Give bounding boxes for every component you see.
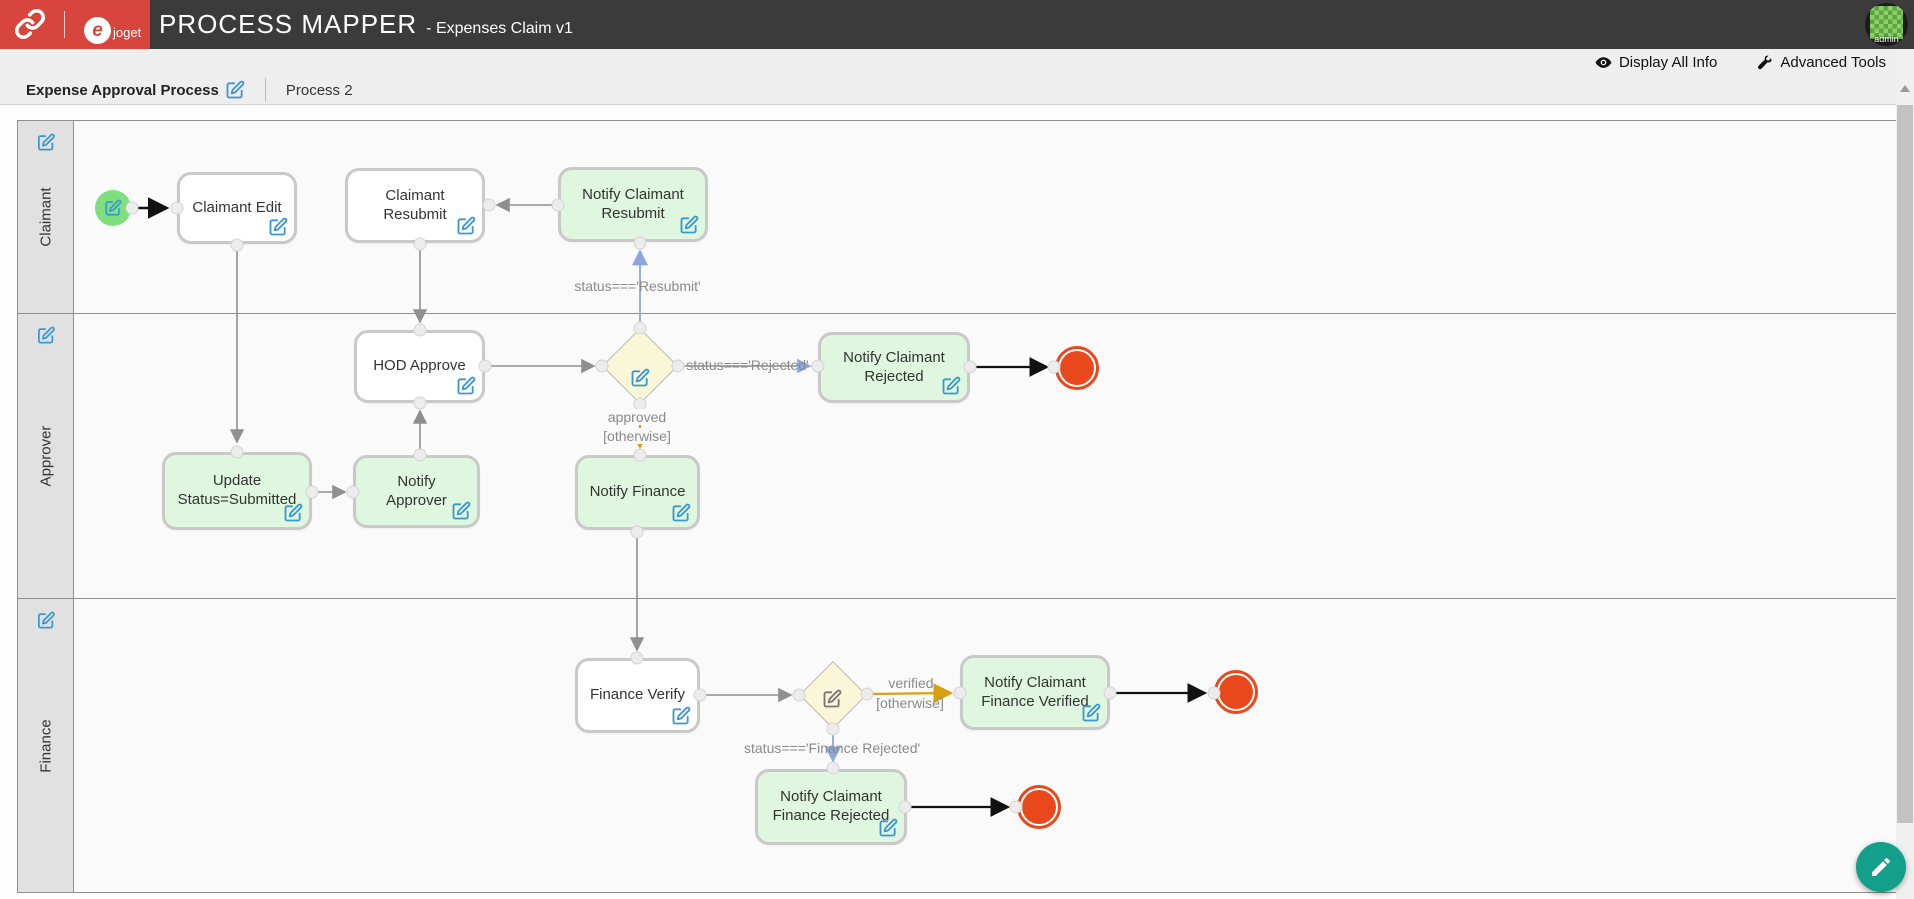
edit-icon[interactable] bbox=[36, 326, 55, 345]
toolbar-band bbox=[0, 49, 1914, 105]
edit-process-fab[interactable] bbox=[1856, 842, 1906, 892]
tab-label: Expense Approval Process bbox=[26, 81, 219, 99]
edit-icon[interactable] bbox=[822, 689, 842, 709]
tab-divider bbox=[264, 78, 266, 102]
process-tabs: Expense Approval Process Process 2 bbox=[26, 78, 353, 102]
joget-brand-text: joget bbox=[113, 25, 142, 40]
tab-process-2[interactable]: Process 2 bbox=[286, 82, 353, 99]
edit-icon[interactable] bbox=[451, 501, 471, 521]
node-label: HOD Approve bbox=[373, 357, 466, 375]
node-label: Notify Approver bbox=[386, 472, 447, 509]
scroll-up-arrow-icon[interactable] bbox=[1900, 85, 1910, 92]
node-label: Notify Claimant Rejected bbox=[843, 348, 945, 385]
edit-icon[interactable] bbox=[1081, 703, 1101, 723]
brand-divider bbox=[64, 11, 65, 38]
edit-icon[interactable] bbox=[283, 503, 303, 523]
advanced-tools-button[interactable]: Advanced Tools bbox=[1757, 54, 1886, 71]
edit-icon[interactable] bbox=[456, 216, 476, 236]
user-avatar[interactable]: admin bbox=[1865, 3, 1908, 46]
flow-label-verified: verified bbox=[888, 675, 934, 691]
avatar-username: admin bbox=[1874, 34, 1899, 44]
edit-icon[interactable] bbox=[679, 215, 699, 235]
display-all-info-button[interactable]: Display All Info bbox=[1595, 54, 1717, 71]
end-event-verified[interactable] bbox=[1214, 670, 1258, 714]
edit-icon[interactable] bbox=[671, 706, 691, 726]
flow-label-resubmit: status==='Resubmit' bbox=[574, 278, 701, 294]
edit-icon[interactable] bbox=[630, 368, 650, 388]
avatar-image bbox=[1870, 6, 1903, 39]
node-claimant-edit[interactable]: Claimant Edit bbox=[177, 172, 297, 244]
end-event-rejected[interactable] bbox=[1055, 346, 1099, 390]
node-label: Finance Verify bbox=[589, 686, 686, 704]
node-label: Update Status=Submitted bbox=[177, 472, 297, 508]
flow-label-verified-otherwise: [otherwise] bbox=[876, 695, 944, 711]
lane-header-claimant: Claimant bbox=[17, 120, 74, 313]
wrench-icon bbox=[1758, 55, 1772, 69]
node-notify-claimant-finance-rejected[interactable]: Notify Claimant Finance Rejected bbox=[755, 769, 907, 845]
vertical-scrollbar bbox=[1896, 49, 1914, 899]
start-event[interactable] bbox=[95, 190, 131, 226]
edit-icon[interactable] bbox=[456, 376, 476, 396]
node-notify-claimant-resubmit[interactable]: Notify Claimant Resubmit bbox=[558, 167, 708, 242]
lane-label: Finance bbox=[37, 718, 54, 773]
node-label: Notify Claimant Resubmit bbox=[582, 185, 684, 222]
page-title: PROCESS MAPPER bbox=[159, 9, 418, 39]
node-label: Notify Finance bbox=[589, 483, 686, 501]
advanced-tools-label: Advanced Tools bbox=[1780, 54, 1886, 71]
edit-icon[interactable] bbox=[104, 199, 122, 217]
eye-icon bbox=[1595, 57, 1612, 68]
node-label: Notify Claimant Finance Rejected bbox=[772, 788, 890, 824]
end-event-fill bbox=[1219, 675, 1253, 709]
edit-icon[interactable] bbox=[878, 818, 898, 838]
node-notify-approver[interactable]: Notify Approver bbox=[353, 455, 480, 528]
brand-block: e joget bbox=[0, 0, 150, 49]
pencil-icon bbox=[1872, 857, 1891, 876]
joget-logo-icon: e bbox=[84, 17, 111, 44]
node-claimant-resubmit[interactable]: Claimant Resubmit bbox=[345, 168, 485, 243]
flow-label-finance-rejected: status==='Finance Rejected' bbox=[744, 740, 921, 756]
end-event-fill bbox=[1060, 351, 1094, 385]
chain-link-icon bbox=[15, 9, 45, 39]
edit-icon[interactable] bbox=[268, 217, 288, 237]
node-update-status-submitted[interactable]: Update Status=Submitted bbox=[162, 452, 312, 530]
lane-label: Claimant bbox=[37, 187, 54, 247]
lane-approver bbox=[74, 313, 1896, 598]
tab-label: Process 2 bbox=[285, 81, 353, 99]
app-header: e joget PROCESS MAPPER - Expenses Claim … bbox=[0, 0, 1914, 49]
lane-header-approver: Approver bbox=[17, 313, 74, 598]
lane-label: Approver bbox=[37, 425, 54, 487]
node-finance-verify[interactable]: Finance Verify bbox=[575, 658, 700, 733]
end-event-fill bbox=[1022, 790, 1056, 824]
node-notify-claimant-finance-verified[interactable]: Notify Claimant Finance Verified bbox=[960, 655, 1110, 730]
edit-icon[interactable] bbox=[36, 133, 55, 152]
node-label: Claimant Resubmit bbox=[383, 186, 447, 223]
page-subtitle: - Expenses Claim v1 bbox=[426, 20, 573, 37]
edit-icon[interactable] bbox=[225, 80, 245, 100]
lane-finance bbox=[74, 598, 1896, 893]
end-event-finance-rejected[interactable] bbox=[1017, 785, 1061, 829]
display-all-info-label: Display All Info bbox=[1618, 54, 1718, 71]
edit-icon[interactable] bbox=[941, 376, 961, 396]
lane-header-finance: Finance bbox=[17, 598, 74, 893]
node-notify-finance[interactable]: Notify Finance bbox=[575, 455, 700, 530]
node-hod-approve[interactable]: HOD Approve bbox=[354, 330, 485, 403]
scrollbar-thumb[interactable] bbox=[1897, 105, 1913, 823]
flow-label-rejected: status==='Rejected' bbox=[686, 357, 809, 373]
node-notify-claimant-rejected[interactable]: Notify Claimant Rejected bbox=[818, 332, 970, 403]
flow-label-approved-otherwise: [otherwise] bbox=[597, 428, 677, 444]
edit-icon[interactable] bbox=[36, 611, 55, 630]
node-label: Claimant Edit bbox=[192, 198, 282, 216]
edit-icon[interactable] bbox=[671, 503, 691, 523]
tab-expense-approval-process[interactable]: Expense Approval Process bbox=[26, 80, 245, 100]
node-label: Notify Claimant Finance Verified bbox=[981, 673, 1089, 710]
flow-label-approved: approved bbox=[597, 409, 677, 425]
